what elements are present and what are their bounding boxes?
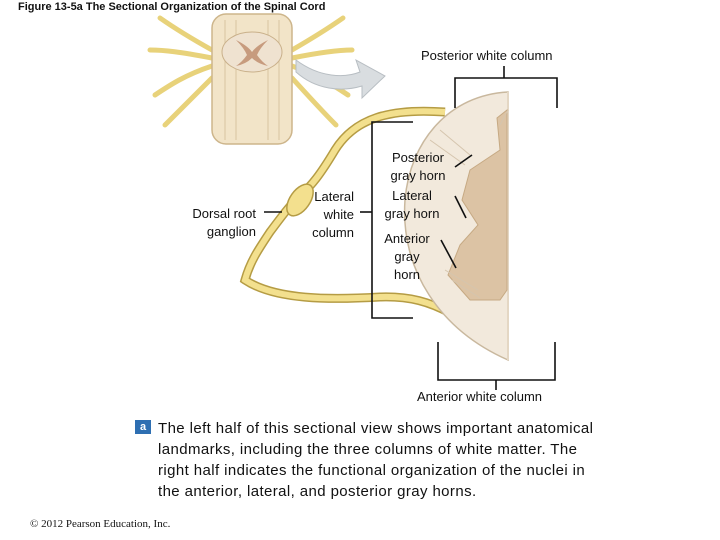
label-lateral-white-column: Lateral white column (292, 188, 354, 242)
label-line: Lateral (392, 188, 432, 203)
label-line: gray horn (384, 206, 440, 221)
copyright-notice: © 2012 Pearson Education, Inc. (30, 518, 171, 530)
dorsal-root-nerve (239, 106, 455, 318)
label-line: Posterior (391, 150, 445, 165)
label-line: horn (393, 267, 421, 282)
magnify-arrow (295, 58, 386, 100)
label-anterior-gray-horn: Anterior gray horn (374, 230, 440, 284)
spinal-cord-half-section (403, 91, 509, 362)
label-dorsal-root-ganglion: Dorsal root ganglion (166, 205, 256, 241)
thumbnail-cross-section (147, 13, 355, 145)
label-line: gray (394, 249, 420, 264)
figure-title: Figure 13-5a The Sectional Organization … (18, 1, 326, 13)
label-line: Anterior (384, 231, 430, 246)
label-line: white (323, 207, 354, 222)
caption-text: The left half of this sectional view sho… (158, 420, 594, 500)
label-line: Lateral (314, 189, 354, 204)
label-line: gray horn (390, 168, 446, 183)
label-line: Dorsal root (192, 206, 256, 221)
caption-badge: a (135, 420, 151, 434)
label-posterior-white-column: Posterior white column (421, 48, 553, 63)
label-line: ganglion (206, 224, 256, 239)
label-line: column (312, 225, 354, 240)
label-anterior-white-column: Anterior white column (417, 389, 542, 404)
label-leaders (264, 66, 558, 390)
label-lateral-gray-horn: Lateral gray horn (374, 187, 450, 223)
label-posterior-gray-horn: Posterior gray horn (380, 149, 456, 185)
